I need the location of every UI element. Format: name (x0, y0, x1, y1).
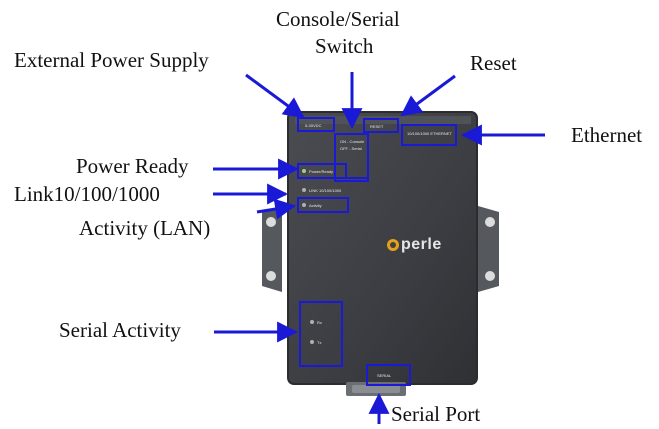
ethernet-port-label: 10/100/1000 ETHERNET (407, 131, 452, 136)
reset-port-label: RESET (370, 124, 384, 129)
console-switch-box (334, 133, 369, 182)
perle-logo-text: perle (401, 236, 442, 253)
annotation-boxes (297, 117, 457, 386)
callout-activity-lan: Activity (LAN) (79, 216, 211, 240)
activity-device-label: Activity (309, 203, 322, 208)
callout-console-serial-line2: Switch (315, 34, 374, 58)
callout-arrows (213, 72, 545, 424)
callout-power-ready: Power Ready (76, 154, 189, 178)
ethernet-box (401, 124, 457, 146)
callout-reset: Reset (470, 51, 517, 75)
serial-port-device-label: SERIAL (377, 373, 392, 378)
switch-on-label: ON - Console (340, 139, 365, 144)
callout-serial-activity: Serial Activity (59, 318, 181, 342)
device-body (287, 111, 478, 396)
mounting-bracket-right (478, 206, 499, 292)
serial-port-box (366, 364, 411, 386)
power-ready-device-label: Power/Ready (309, 169, 334, 174)
connector-lines (346, 162, 369, 179)
activity-box (297, 197, 349, 213)
reset-box (363, 118, 399, 133)
arrow-reset (400, 74, 456, 117)
leds (302, 169, 314, 344)
serial-rx-label: Rx (317, 320, 322, 325)
perle-logo (387, 239, 399, 251)
power-port-label: 5-30VDC (305, 123, 322, 128)
callout-link: Link10/100/1000 (14, 182, 160, 206)
serial-activity-box (299, 301, 343, 367)
link-device-label: LINK 10/100/1000 (309, 188, 342, 193)
arrow-external-power (245, 73, 305, 119)
serial-tx-label: Tx (317, 340, 322, 345)
callout-external-power-supply: External Power Supply (14, 48, 209, 72)
callout-console-serial-line1: Console/Serial (276, 7, 400, 31)
mounting-bracket-left (262, 206, 282, 292)
switch-off-label: OFF - Serial (340, 146, 362, 151)
power-supply-box (297, 117, 335, 132)
arrow-activity (256, 198, 297, 220)
callout-serial-port: Serial Port (391, 402, 481, 426)
callout-ethernet: Ethernet (571, 123, 643, 147)
